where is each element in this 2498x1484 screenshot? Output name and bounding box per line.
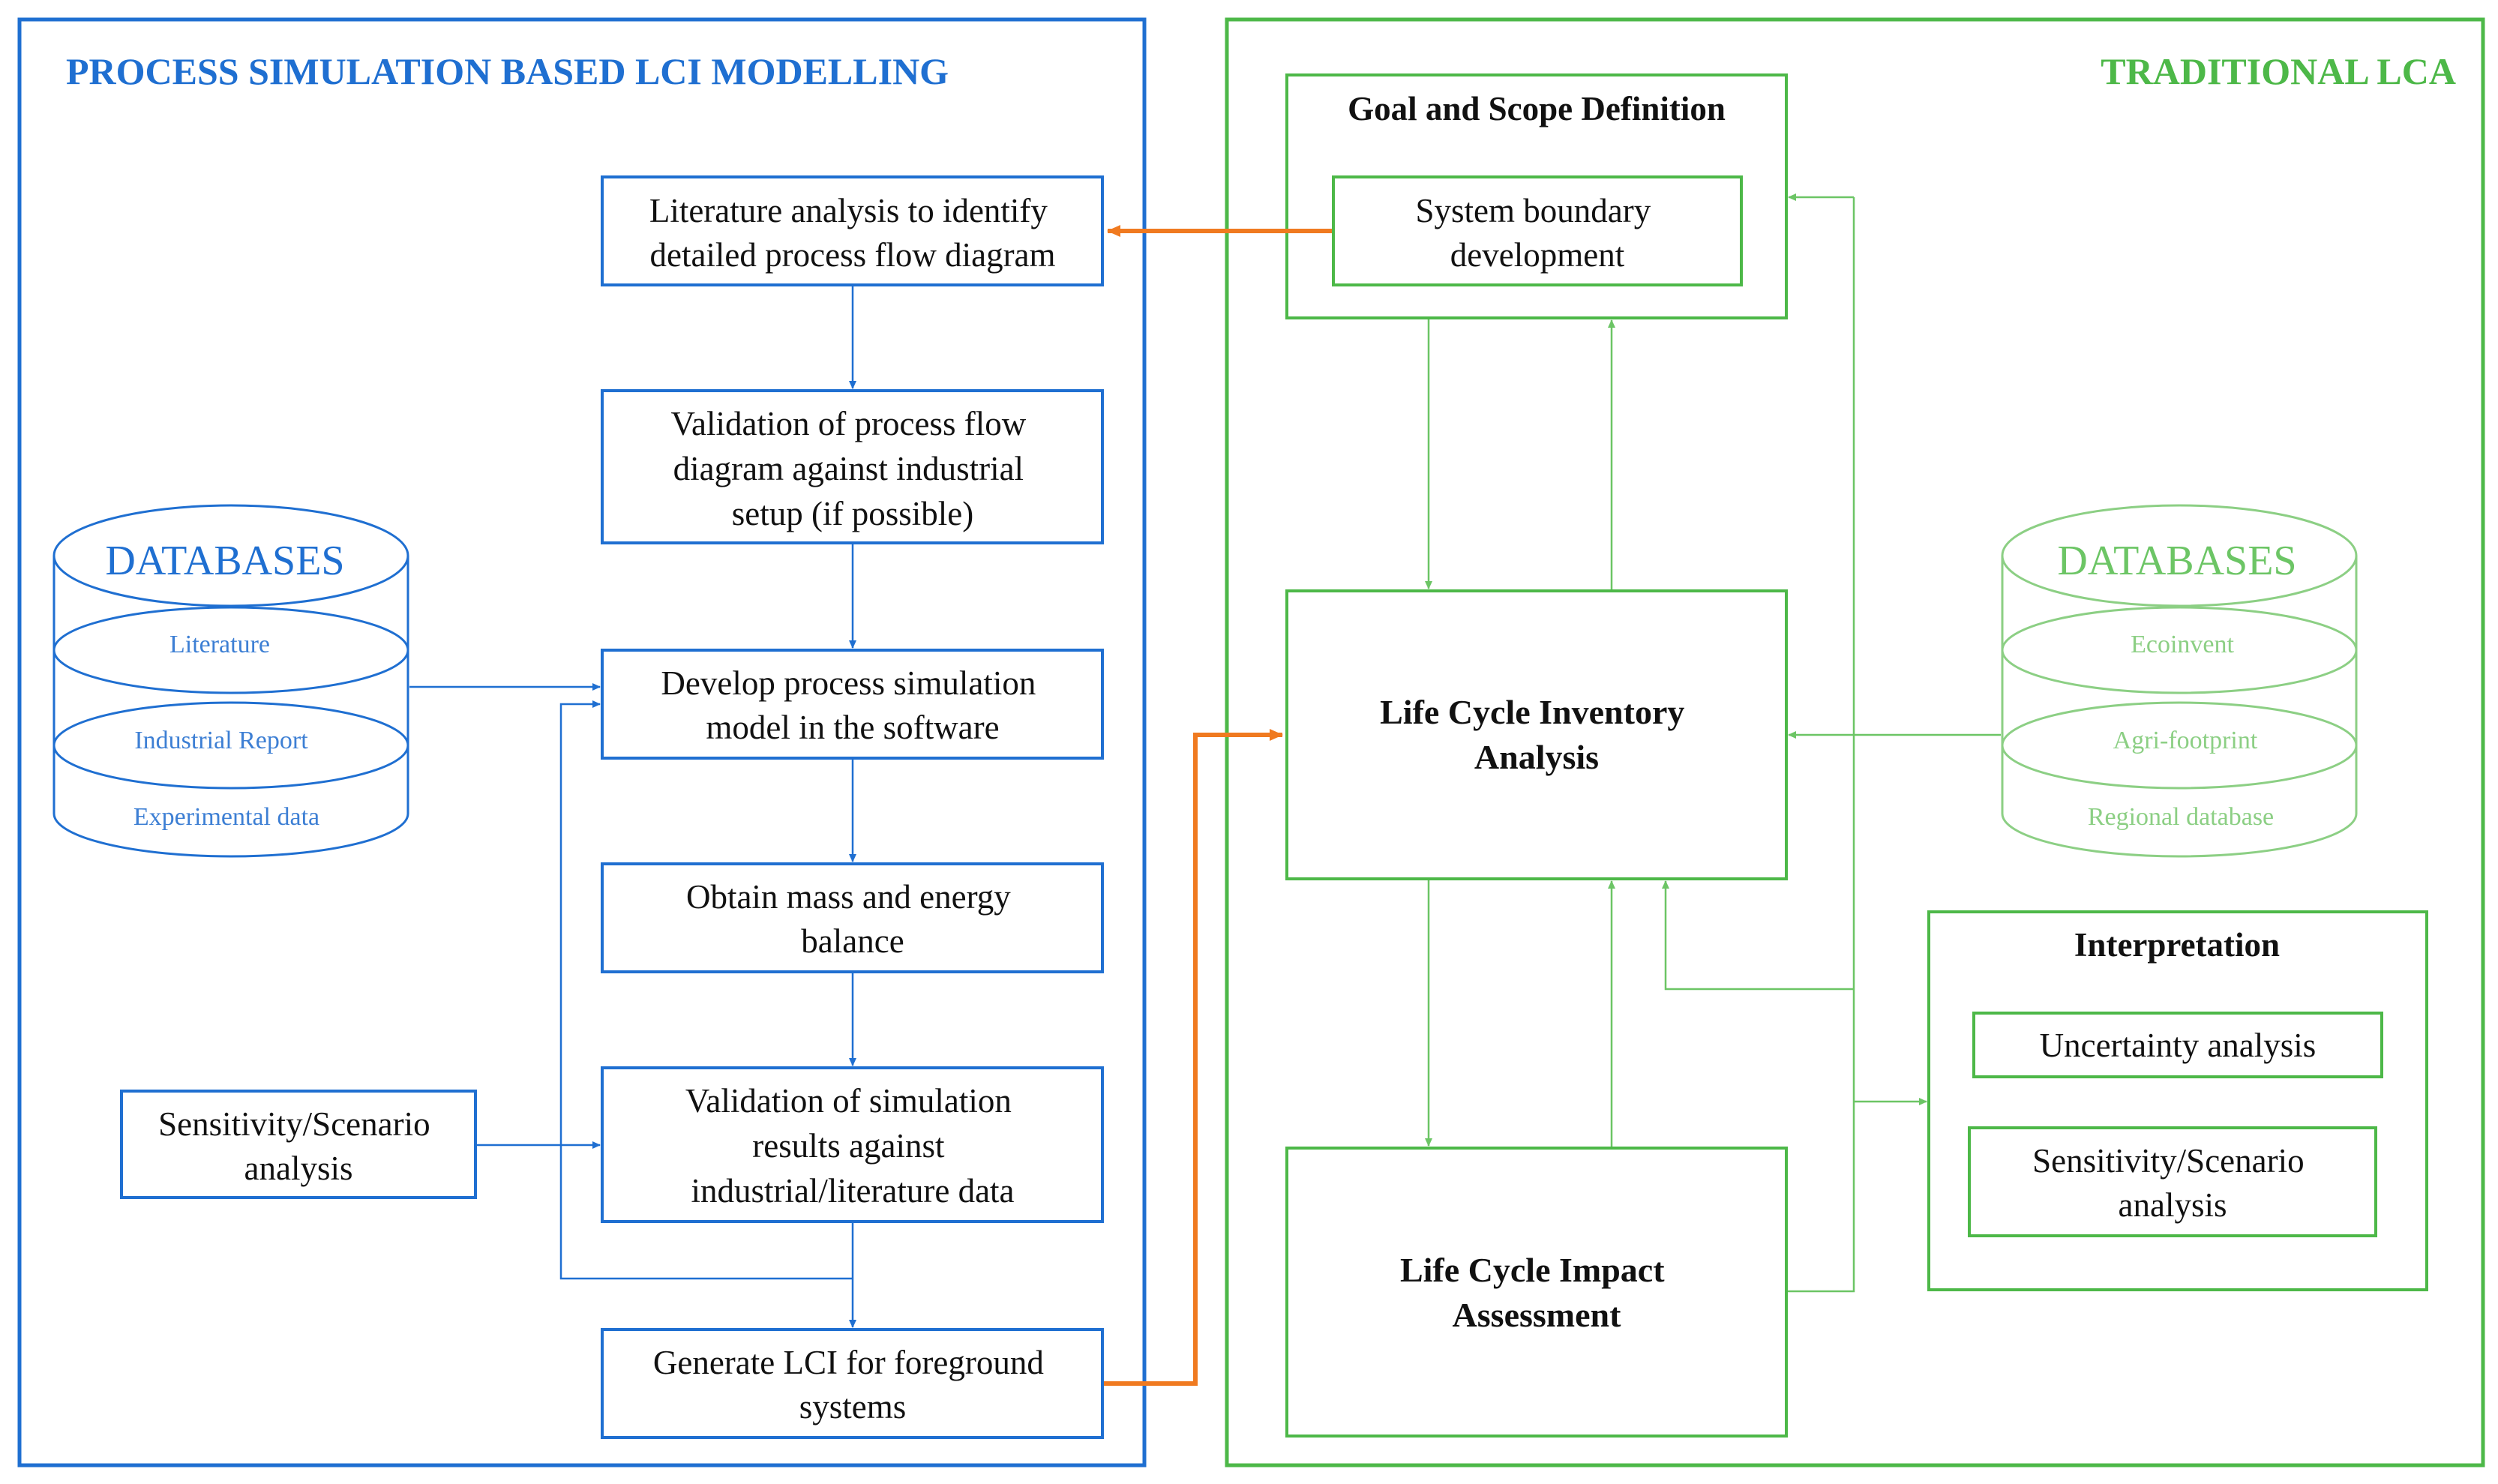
- svg-text:Literature analysis to identif: Literature analysis to identify detailed…: [649, 192, 1056, 274]
- left-sensitivity-box: Sensitivity/Scenario analysis: [120, 1090, 477, 1199]
- right-panel-title: TRADITIONAL LCA: [2101, 50, 2456, 92]
- step-results-line-2: results against: [752, 1127, 945, 1165]
- system-boundary-line-2: development: [1450, 236, 1625, 274]
- left-database-item-industrial: Industrial Report: [134, 727, 308, 754]
- svg-text:Validation of process flow: Validation of process flow diagram again…: [671, 405, 1035, 532]
- right-panel-frame: [1225, 17, 2485, 1468]
- svg-text:System boundary developm: System boundary development: [1416, 192, 1660, 274]
- svg-text:Develop process simulation: Develop process simulation model in the …: [661, 664, 1044, 746]
- svg-text:Validation of simulation: Validation of simulation results against…: [685, 1082, 1020, 1210]
- svg-text:Sensitivity/Scenario ana: Sensitivity/Scenario analysis: [2032, 1142, 2313, 1224]
- interp-sensitivity-line-1: Sensitivity/Scenario: [2032, 1142, 2304, 1180]
- svg-text:Life Cycle Impact Assess: Life Cycle Impact Assessment: [1400, 1251, 1673, 1334]
- step-validation-results: Validation of simulation results against…: [601, 1066, 1104, 1223]
- goal-scope-box: Goal and Scope Definition System boundar…: [1285, 73, 1788, 319]
- lci-box: Life Cycle Inventory Analysis: [1285, 589, 1788, 880]
- right-database-title: DATABASES: [2057, 538, 2296, 584]
- arrow-generate-lci-to-lci: [1104, 729, 1283, 1386]
- goal-scope-title: Goal and Scope Definition: [1348, 90, 1726, 127]
- uncertainty-box: [1972, 1012, 2383, 1078]
- lcia-line-1: Life Cycle Impact: [1400, 1251, 1665, 1289]
- right-database-item-agri: Agri-footprint: [2113, 727, 2258, 754]
- svg-text:Life Cycle Inventory Ana: Life Cycle Inventory Analysis: [1380, 693, 1693, 776]
- left-database-cylinder: [52, 504, 409, 858]
- step-develop-line-1: Develop process simulation: [661, 664, 1036, 702]
- step-validation-flow-diagram: Validation of process flow diagram again…: [601, 389, 1104, 544]
- interp-sensitivity-line-2: analysis: [2119, 1186, 2227, 1224]
- step-develop-line-2: model in the software: [706, 709, 999, 746]
- right-arrows: [1425, 193, 2001, 1293]
- step-validation-line-3: setup (if possible): [732, 495, 973, 532]
- lci-line-2: Analysis: [1474, 738, 1599, 776]
- interpretation-title: Interpretation: [2074, 926, 2280, 964]
- step-validation-line-2: diagram against industrial: [673, 450, 1024, 487]
- step-mass-line-1: Obtain mass and energy: [686, 878, 1011, 916]
- svg-text:Generate LCI for foreground: Generate LCI for foreground systems: [653, 1344, 1052, 1426]
- step-mass-line-2: balance: [801, 922, 904, 960]
- system-boundary-box: [1332, 175, 1743, 286]
- arrow-bus-to-lci: [1662, 880, 1854, 991]
- step-generate-lci: Generate LCI for foreground systems: [601, 1328, 1104, 1439]
- interpretation-box: Interpretation Uncertainty analysis Sens…: [1927, 910, 2428, 1291]
- step-literature-line-1: Literature analysis to identify: [649, 192, 1048, 229]
- right-database-cylinder: [2001, 504, 2358, 858]
- right-database-item-ecoinvent: Ecoinvent: [2131, 631, 2234, 658]
- step-generate-line-1: Generate LCI for foreground: [653, 1344, 1044, 1381]
- interpretation-bus-line: [1788, 197, 1855, 1293]
- step-validation-line-1: Validation of process flow: [671, 405, 1027, 442]
- step-develop-simulation: Develop process simulation model in the …: [601, 649, 1104, 760]
- right-database-item-regional: Regional database: [2088, 803, 2274, 831]
- left-sensitivity-line-2: analysis: [244, 1150, 353, 1187]
- left-step-arrows: [409, 286, 856, 1328]
- svg-text:Sensitivity/Scenario ana: Sensitivity/Scenario analysis: [158, 1105, 439, 1187]
- lcia-line-2: Assessment: [1453, 1296, 1622, 1334]
- lcia-box: Life Cycle Impact Assessment: [1285, 1147, 1788, 1438]
- step-literature-analysis: Literature analysis to identify detailed…: [601, 175, 1104, 286]
- left-panel-title: PROCESS SIMULATION BASED LCI MODELLING: [66, 50, 949, 92]
- left-database-title: DATABASES: [105, 538, 344, 584]
- step-generate-line-2: systems: [799, 1388, 907, 1426]
- left-panel-frame: [17, 17, 1147, 1468]
- left-sensitivity-line-1: Sensitivity/Scenario: [158, 1105, 430, 1143]
- step-literature-line-2: detailed process flow diagram: [649, 236, 1055, 274]
- left-database-item-literature: Literature: [169, 631, 270, 658]
- arrow-feedback-loop: [559, 700, 853, 1280]
- orange-arrows: [1104, 225, 1332, 1386]
- step-mass-energy-balance: Obtain mass and energy balance: [601, 862, 1104, 973]
- step-results-line-3: industrial/literature data: [691, 1172, 1014, 1210]
- interp-sensitivity-box: [1968, 1126, 2377, 1237]
- left-database-item-experimental: Experimental data: [133, 803, 319, 831]
- uncertainty-label: Uncertainty analysis: [2040, 1027, 2317, 1064]
- step-results-line-1: Validation of simulation: [685, 1082, 1012, 1120]
- lci-line-1: Life Cycle Inventory: [1380, 693, 1684, 731]
- system-boundary-line-1: System boundary: [1416, 192, 1651, 229]
- svg-text:Obtain mass and energy b: Obtain mass and energy balance: [686, 878, 1019, 960]
